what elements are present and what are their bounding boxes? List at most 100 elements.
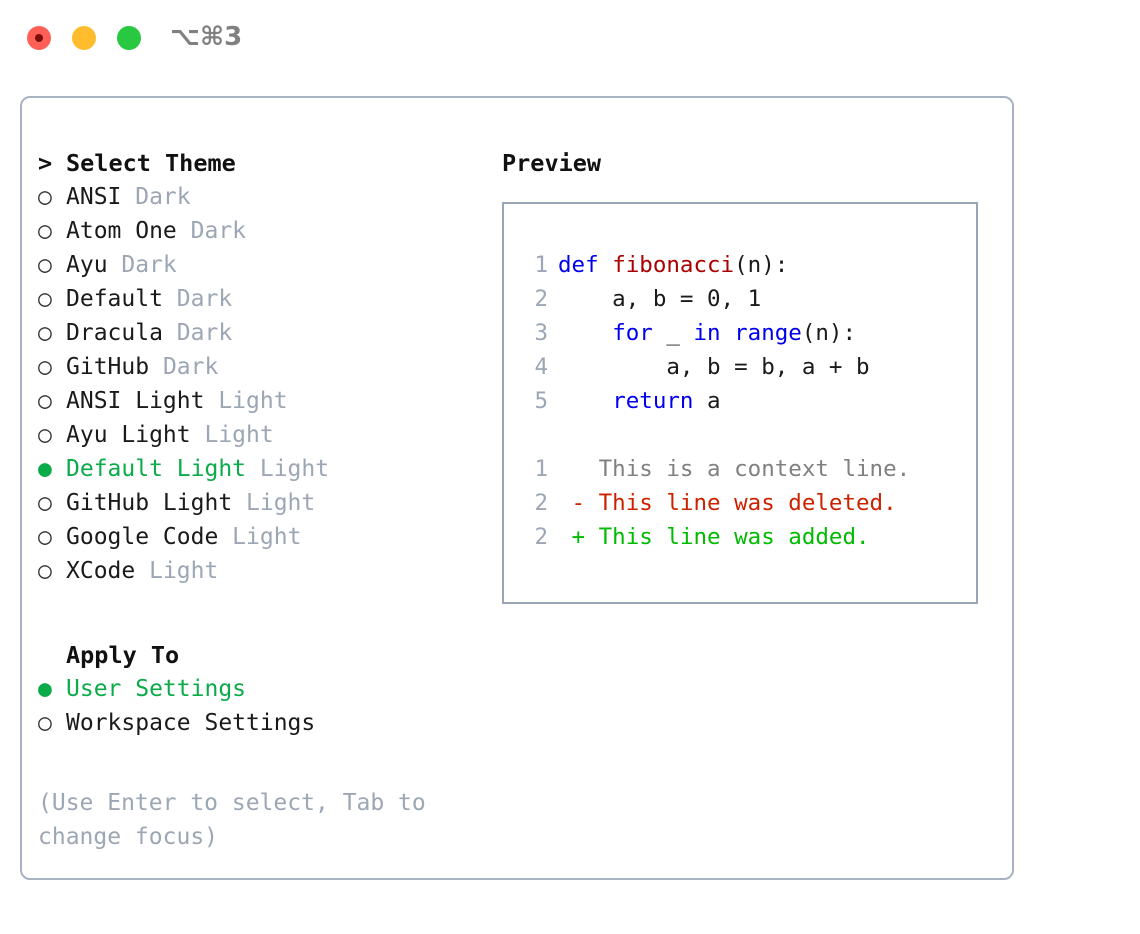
code-line: 1 def fibonacci(n): [522, 248, 976, 282]
diff-line-number: 1 [534, 456, 548, 482]
diff-line: 2 - This line was deleted. [522, 486, 976, 520]
theme-item-ansi[interactable]: ○ ANSI Dark [38, 180, 478, 214]
theme-item-label: ANSI Light [66, 388, 205, 414]
theme-item-github[interactable]: ○ GitHub Dark [38, 350, 478, 384]
radio-unselected-icon: ○ [38, 388, 52, 414]
radio-unselected-icon: ○ [38, 184, 52, 210]
maximize-button-icon[interactable] [117, 26, 141, 50]
theme-item-ansi-light[interactable]: ○ ANSI Light Light [38, 384, 478, 418]
radio-unselected-icon: ○ [38, 320, 52, 346]
keyboard-shortcut-label: ⌥⌘3 [170, 22, 243, 52]
code-diff-gap [522, 418, 976, 452]
caret-icon: > [38, 149, 53, 177]
theme-item-label: XCode [66, 558, 136, 584]
theme-item-label: Ayu Light [66, 422, 191, 448]
theme-item-label: Google Code [66, 524, 219, 550]
code-token: a, b = 0, 1 [558, 286, 762, 312]
theme-item-label: ANSI [66, 184, 122, 210]
theme-list-column: > Select Theme ○ ANSI Dark ○ Atom One Dark ○ A… [38, 146, 478, 854]
code-line: 5 return a [522, 384, 976, 418]
diff-line-number: 2 [534, 490, 548, 516]
radio-unselected-icon: ○ [38, 422, 52, 448]
theme-item-label: Dracula [66, 320, 163, 346]
theme-item-default-light[interactable]: ●Default Light Light [38, 452, 478, 486]
apply-to-header: Apply To [38, 638, 478, 672]
code-line: 4 a, b = b, a + b [522, 350, 976, 384]
diff-line-text: - This line was deleted. [558, 490, 897, 516]
theme-item-tag: Light [204, 388, 288, 414]
theme-item-ayu[interactable]: ○Ayu Dark [38, 248, 478, 282]
radio-unselected-icon: ○ [38, 558, 52, 584]
diff-line: 1 This is a context line. [522, 452, 976, 486]
code-line-number: 1 [534, 252, 548, 278]
radio-selected-icon: ● [38, 456, 52, 482]
theme-item-ayu-light[interactable]: ○Ayu Light Light [38, 418, 478, 452]
traffic-lights [27, 26, 141, 50]
code-token: _ [652, 320, 694, 346]
apply-to-item-list: ●User Settings ○ Workspace Settings [38, 672, 478, 740]
section-spacer [38, 588, 478, 638]
theme-item-tag: Light [218, 524, 302, 550]
apply-to-header-label: Apply To [66, 641, 180, 669]
theme-item-tag: Dark [176, 218, 247, 244]
code-token: (n): [734, 252, 789, 278]
code-line-number: 2 [534, 286, 548, 312]
theme-item-label: Default [66, 286, 163, 312]
code-token: for [612, 320, 653, 346]
diff-sample: 1 This is a context line.2 - This line w… [522, 452, 976, 554]
theme-item-atom-one[interactable]: ○ Atom One Dark [38, 214, 478, 248]
diff-line-text: + This line was added. [558, 524, 870, 550]
theme-item-github-light[interactable]: ○ GitHub Light Light [38, 486, 478, 520]
code-token: fibonacci [612, 252, 735, 278]
code-token: return [612, 388, 694, 414]
select-theme-header-label: Select Theme [66, 149, 236, 177]
theme-picker-panel: > Select Theme ○ ANSI Dark ○ Atom One Dark ○ A… [20, 96, 1014, 880]
theme-item-tag: Dark [162, 286, 233, 312]
theme-item-default[interactable]: ○ Default Dark [38, 282, 478, 316]
theme-item-xcode[interactable]: ○ XCode Light [38, 554, 478, 588]
code-token [721, 320, 735, 346]
radio-unselected-icon: ○ [38, 710, 52, 736]
theme-item-label: Atom One [66, 218, 177, 244]
title-bar: ⌥⌘3 [0, 0, 1140, 78]
theme-item-tag: Light [246, 456, 330, 482]
code-line-number: 3 [534, 320, 548, 346]
theme-item-label: GitHub [66, 354, 150, 380]
apply-to-item-workspace-settings[interactable]: ○ Workspace Settings [38, 706, 478, 740]
code-token [558, 388, 612, 414]
apply-to-item-user-settings[interactable]: ●User Settings [38, 672, 478, 706]
code-line: 3 for _ in range(n): [522, 316, 976, 350]
radio-unselected-icon: ○ [38, 354, 52, 380]
close-button-icon[interactable] [27, 26, 51, 50]
hint-spacer [38, 740, 478, 786]
select-theme-header: > Select Theme [38, 146, 478, 180]
theme-item-tag: Dark [121, 184, 191, 210]
theme-item-tag: Dark [149, 354, 219, 380]
minimize-button-icon[interactable] [72, 26, 96, 50]
apply-to-item-label: User Settings [66, 676, 247, 702]
diff-line: 2 + This line was added. [522, 520, 976, 554]
theme-item-tag: Light [135, 558, 219, 584]
code-token: range [734, 320, 802, 346]
radio-unselected-icon: ○ [38, 218, 52, 244]
apply-to-item-label: Workspace Settings [66, 710, 316, 736]
theme-item-google-code[interactable]: ○ Google Code Light [38, 520, 478, 554]
theme-item-tag: Light [232, 490, 316, 516]
keyboard-hint-text: (Use Enter to select, Tab to change focu… [38, 790, 426, 850]
diff-line-text: This is a context line. [558, 456, 911, 482]
code-token: a [693, 388, 721, 414]
radio-unselected-icon: ○ [38, 286, 52, 312]
code-token: a, b = b, a + b [558, 354, 870, 380]
radio-unselected-icon: ○ [38, 252, 52, 278]
radio-unselected-icon: ○ [38, 490, 52, 516]
code-token: def [558, 252, 613, 278]
code-token: (n): [801, 320, 857, 346]
theme-item-label: GitHub Light [66, 490, 233, 516]
radio-unselected-icon: ○ [38, 524, 52, 550]
theme-item-dracula[interactable]: ○Dracula Dark [38, 316, 478, 350]
code-line-number: 4 [534, 354, 548, 380]
theme-item-label: Ayu [66, 252, 108, 278]
